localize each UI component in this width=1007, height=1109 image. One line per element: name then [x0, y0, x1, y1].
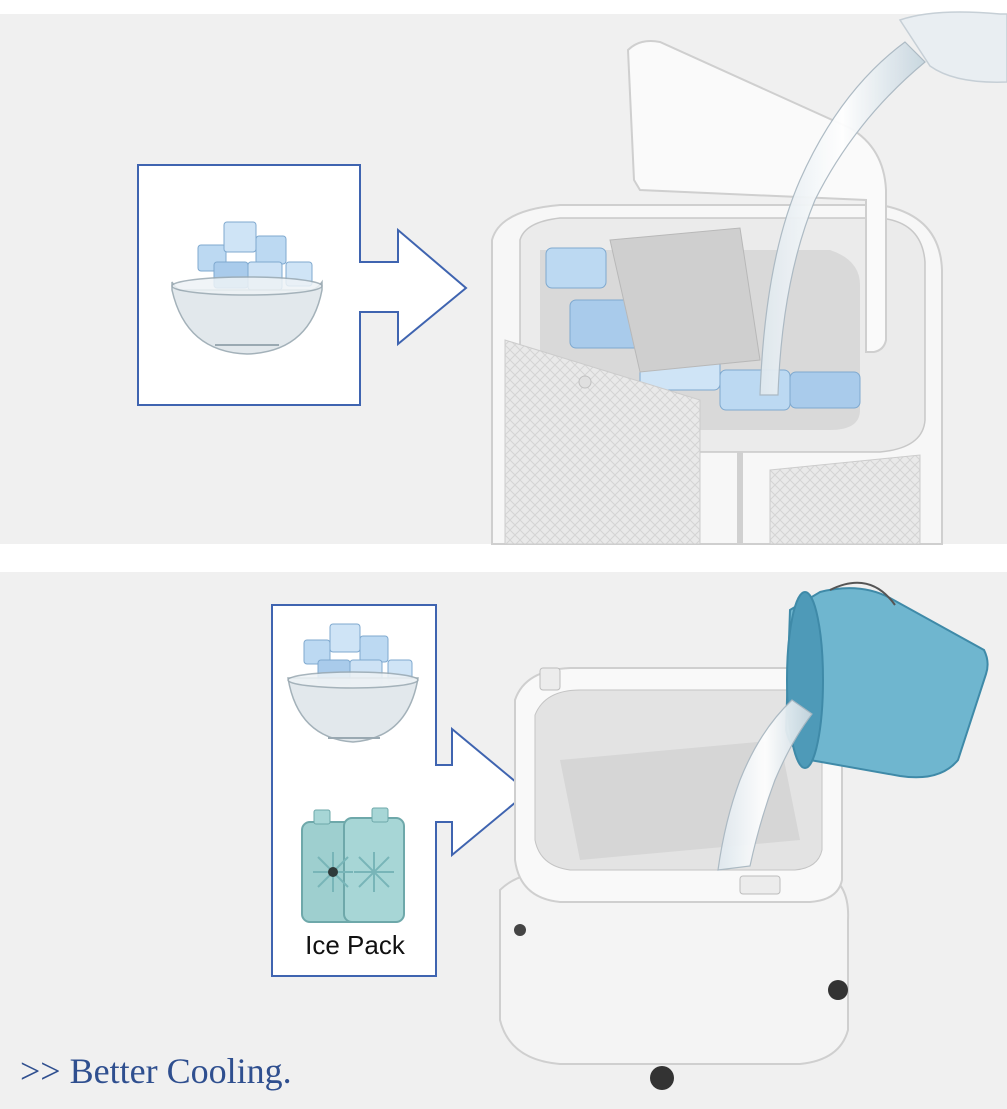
- air-cooler-top-image: [491, 40, 943, 545]
- ice-pack-image: [301, 807, 405, 923]
- ice-bowl-image-top: [171, 221, 323, 355]
- water-pour-top: [759, 11, 1007, 396]
- ice-pack-label: Ice Pack: [305, 930, 405, 960]
- bucket-pour-image: [717, 581, 989, 871]
- ice-bowl-image-bottom: [287, 623, 419, 743]
- better-cooling-caption: >> Better Cooling.: [20, 1051, 292, 1091]
